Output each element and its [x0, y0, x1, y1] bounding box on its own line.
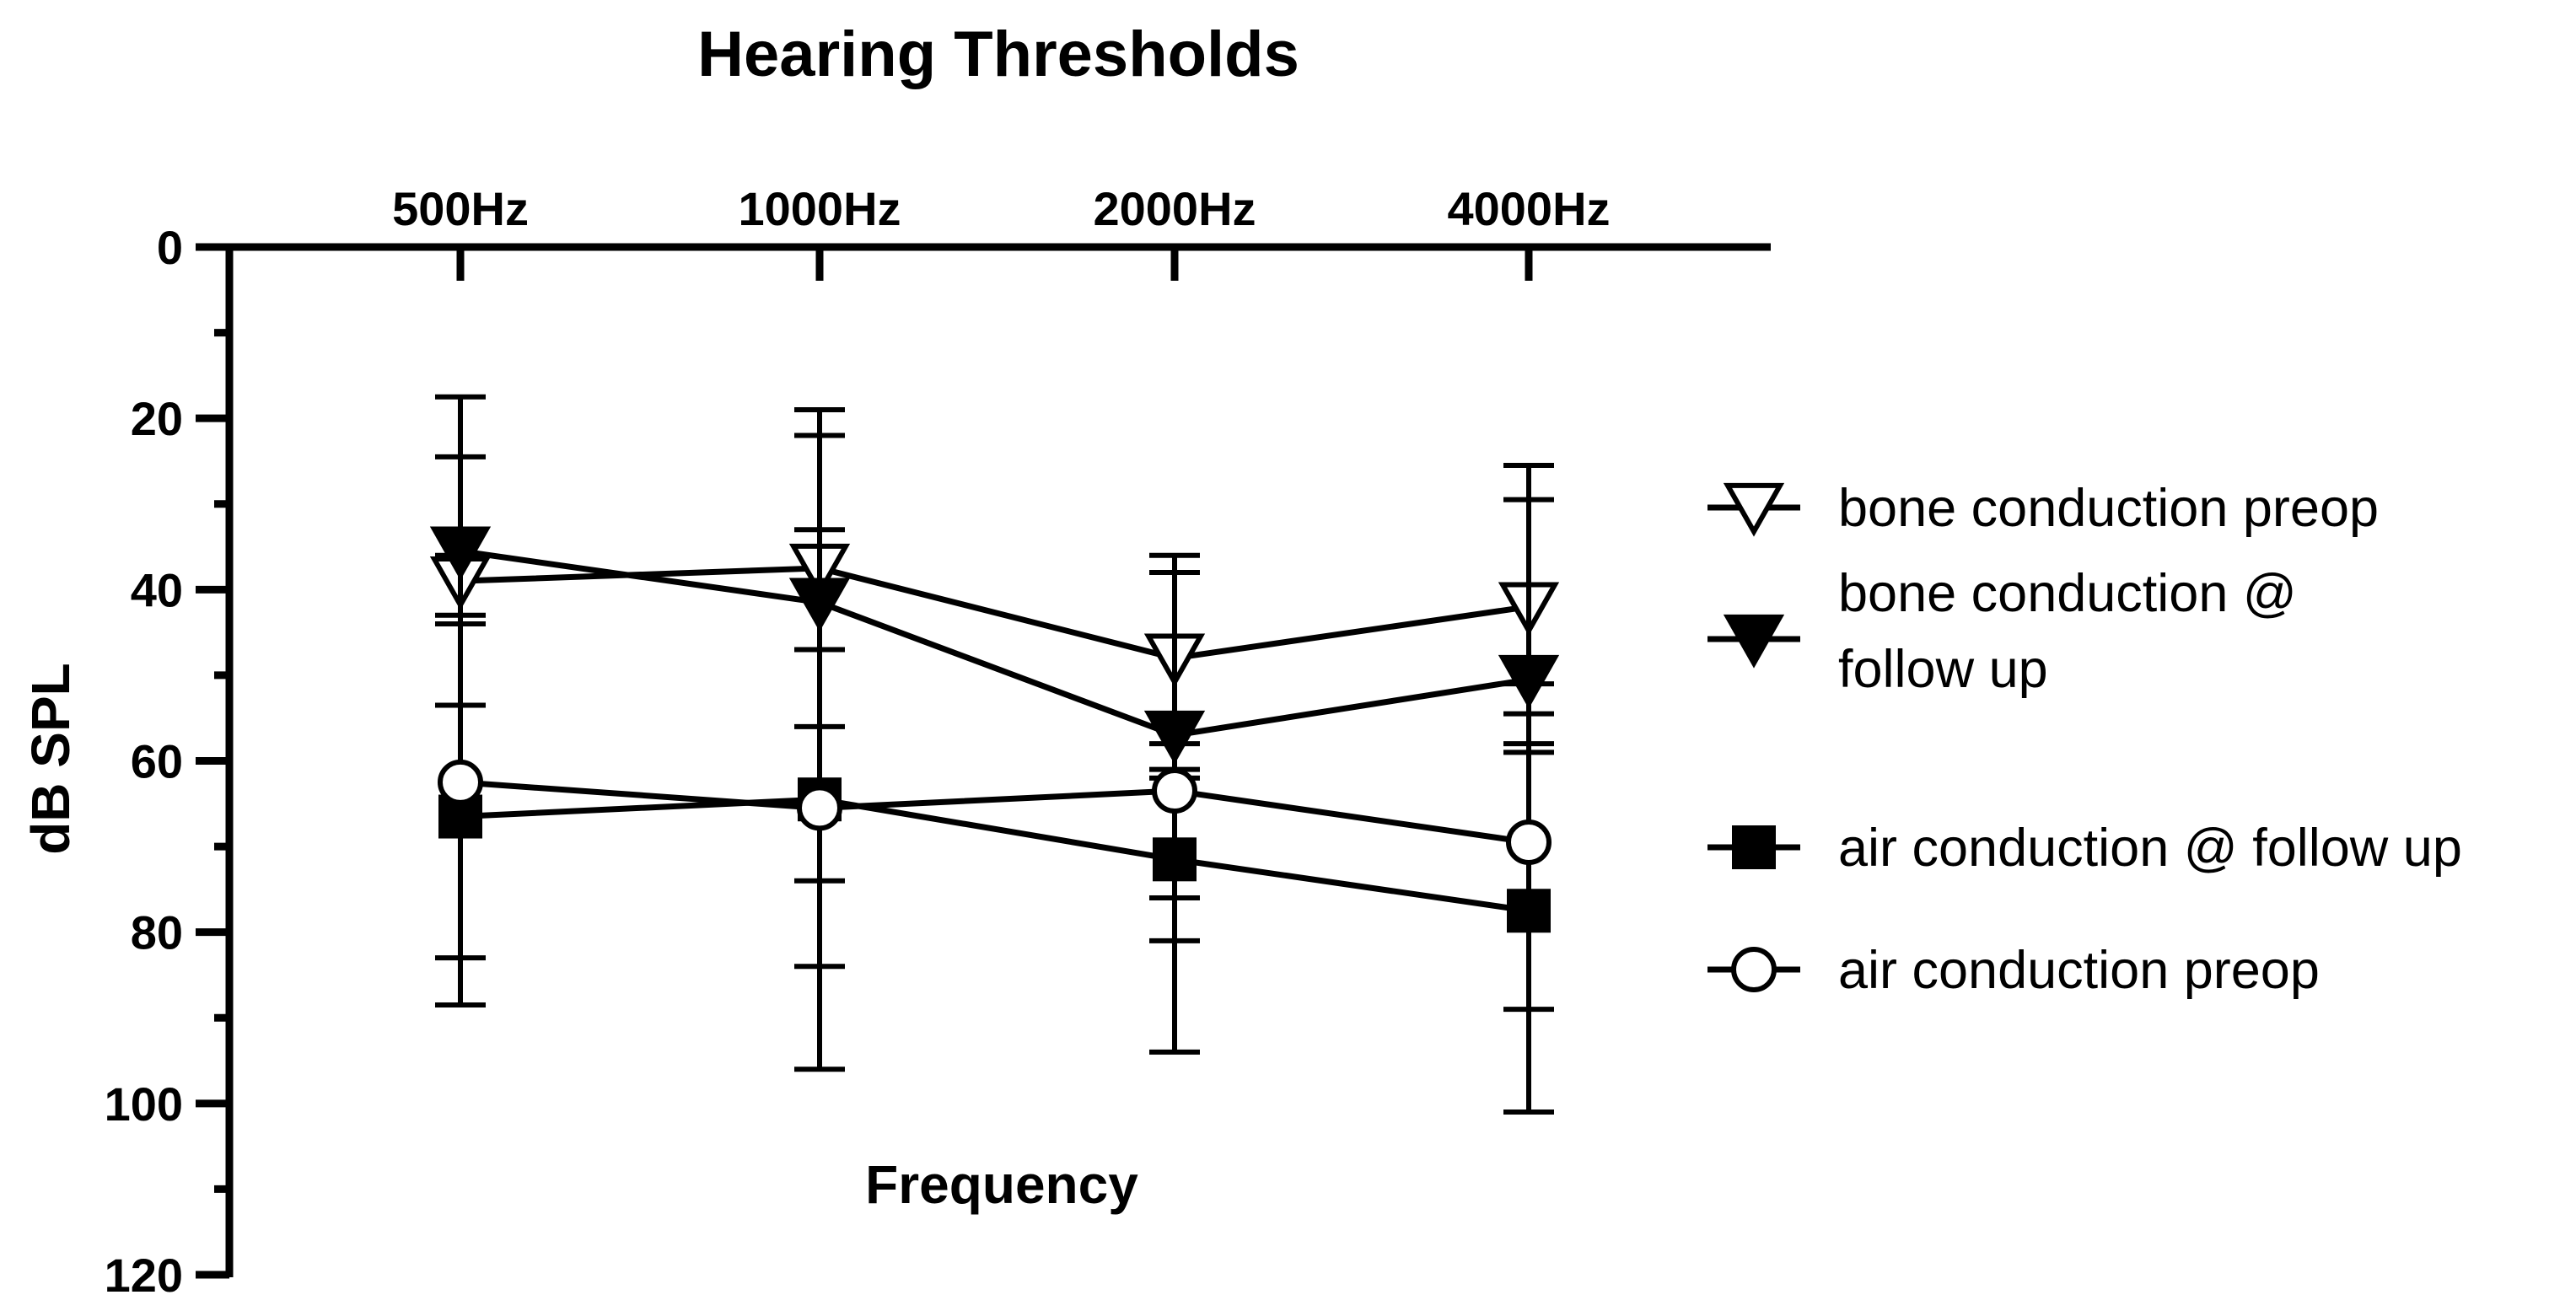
data-point: [1498, 654, 1560, 709]
data-point: [429, 526, 492, 581]
y-tick-label: 120: [105, 1249, 183, 1302]
series-1: [429, 433, 1560, 747]
y-axis-label: dB SPL: [20, 663, 81, 855]
legend-marker: [1732, 825, 1776, 869]
chart-title: Hearing Thresholds: [697, 19, 1299, 90]
series-2: [429, 394, 1560, 970]
legend-item-4: air conduction preop: [1707, 941, 2320, 1000]
series-layer: [429, 394, 1560, 1115]
x-tick-label: 2000Hz: [1093, 182, 1256, 235]
legend-label: air conduction preop: [1838, 941, 2320, 1000]
x-axis-label: Frequency: [865, 1154, 1138, 1215]
data-point: [797, 785, 842, 831]
legend-item-3: air conduction @ follow up: [1707, 819, 2462, 878]
axes: 0 20 40 60 80 100 120 500Hz 1000Hz 2000Hz 4000Hz: [105, 182, 1771, 1302]
data-point: [1506, 819, 1552, 866]
legend-marker: [1731, 947, 1777, 992]
legend-marker: [1723, 482, 1785, 537]
x-tick-label: 4000Hz: [1447, 182, 1610, 235]
legend-item-2: bone conduction @follow up: [1707, 564, 2297, 699]
legend: bone conduction preop bone conduction @fo…: [1707, 479, 2462, 1000]
series-line: [460, 548, 1530, 739]
y-tick-label: 40: [131, 563, 183, 616]
legend-label: bone conduction @follow up: [1838, 564, 2297, 699]
series-line: [460, 565, 1530, 662]
y-tick-label: 100: [105, 1077, 183, 1131]
y-tick-label: 80: [131, 906, 183, 959]
legend-marker: [1723, 614, 1785, 669]
y-tick-label: 20: [131, 392, 183, 445]
legend-item-1: bone conduction preop: [1707, 479, 2379, 538]
x-tick-label: 500Hz: [392, 182, 529, 235]
y-tick-label: 0: [157, 221, 183, 274]
data-point: [438, 759, 483, 805]
series-4: [435, 552, 1554, 1013]
legend-label: bone conduction preop: [1838, 479, 2379, 538]
x-tick-label: 1000Hz: [738, 182, 901, 235]
data-point: [1143, 710, 1206, 765]
y-tick-label: 60: [131, 735, 183, 788]
legend-label: air conduction @ follow up: [1838, 819, 2462, 878]
series-line: [460, 779, 1530, 846]
series-line: [460, 796, 1530, 914]
data-point: [1152, 768, 1197, 814]
